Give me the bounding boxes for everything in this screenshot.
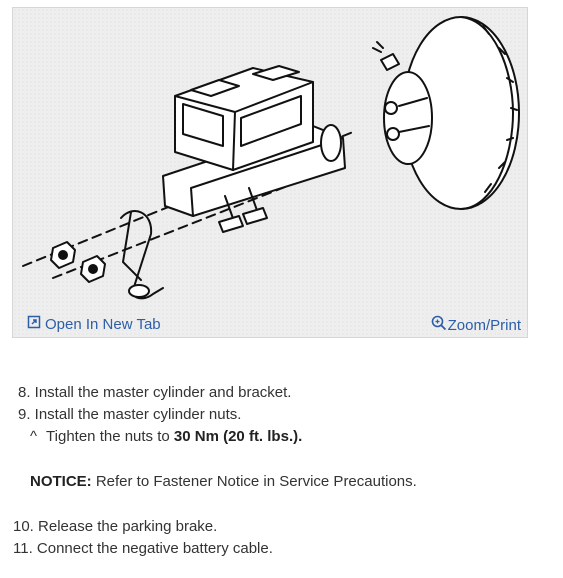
notice-text: Refer to Fastener Notice in Service Prec… <box>91 473 417 490</box>
step-8: 8. Install the master cylinder and brack… <box>18 384 292 401</box>
magnifier-zoom-icon <box>431 315 447 335</box>
open-in-new-tab-link[interactable]: Open In New Tab <box>27 315 161 333</box>
master-cylinder-diagram <box>22 16 520 300</box>
substep-text: Tighten the nuts to <box>46 428 174 445</box>
step-9-substep: ^ Tighten the nuts to 30 Nm (20 ft. lbs.)… <box>30 428 302 446</box>
step-11: 11. Connect the negative battery cable. <box>13 540 273 557</box>
step-9: 9. Install the master cylinder nuts. <box>18 406 242 423</box>
zoom-print-link[interactable]: Zoom/Print <box>431 315 521 335</box>
figure-container: Open In New Tab Zoom/Print <box>12 7 528 338</box>
notice: NOTICE: Refer to Fastener Notice in Serv… <box>30 473 417 491</box>
open-in-new-tab-icon <box>27 315 41 333</box>
substep-bullet: ^ <box>30 428 38 445</box>
torque-value: 30 Nm (20 ft. lbs.). <box>173 428 303 445</box>
step-10: 10. Release the parking brake. <box>13 518 218 535</box>
zoom-print-label: Zoom/Print <box>447 316 521 334</box>
notice-label: NOTICE: <box>30 473 92 490</box>
open-in-new-tab-label: Open In New Tab <box>45 315 161 333</box>
